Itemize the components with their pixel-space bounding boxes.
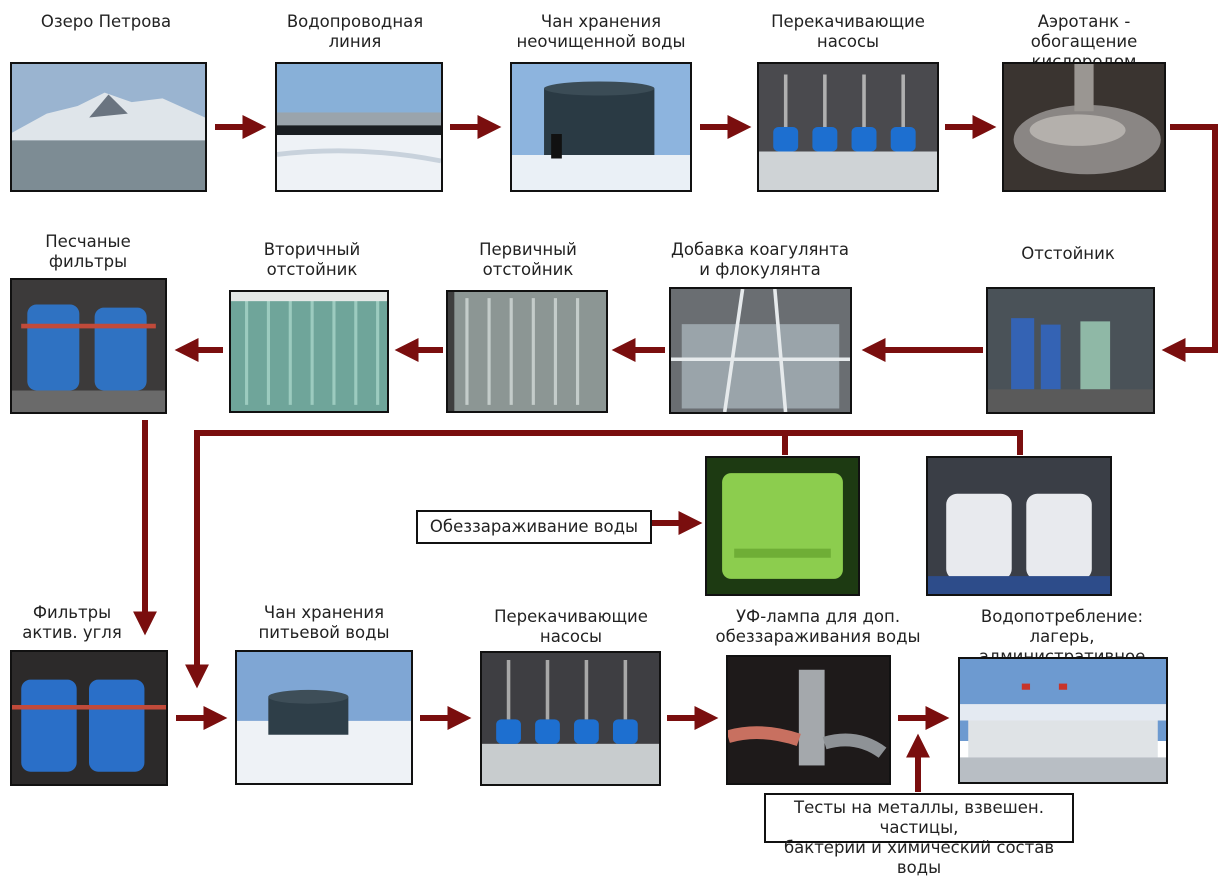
photo-disinfection-white [926,456,1112,596]
photo-sand-filters [10,278,167,414]
photo-drinking-tank [235,650,413,785]
callout-disinfection: Обеззараживание воды [416,510,652,544]
photo-pumps-2 [480,651,661,786]
label-primary-settler: Первичный отстойник [479,240,577,279]
line-disinfection-right [785,430,1023,455]
label-lake: Озеро Петрова [40,12,172,31]
photo-settler [986,287,1155,414]
callout-tests: Тесты на металлы, взвешен. частицы, бакт… [764,793,1074,877]
photo-disinfection-green [705,456,860,596]
photo-pipeline [275,62,443,192]
label-carbon-filters: Фильтры актив. угля [22,603,122,642]
photo-pumps-1 [757,62,939,192]
photo-aerotank [1002,62,1166,192]
label-sand-filters: Песчаные фильтры [45,232,131,271]
label-uv-lamp: УФ-лампа для доп. обеззараживания воды [715,607,921,646]
label-raw-tank: Чан хранения неочищенной воды [516,12,686,51]
label-secondary-settler: Вторичный отстойник [263,240,361,279]
flow-arrows [133,115,1218,792]
label-pumps-2: Перекачивающие насосы [494,607,648,646]
photo-secondary-settler [229,290,389,413]
photo-lake [10,62,207,192]
photo-primary-settler [446,290,608,413]
label-pipeline: Водопроводная линия [286,12,424,51]
label-drinking-tank: Чан хранения питьевой воды [258,603,390,642]
label-pumps-1: Перекачивающие насосы [771,12,925,51]
photo-carbon-filters [10,650,168,786]
arrow-disinfection-to-drinking [185,430,788,689]
photo-raw-tank [510,62,692,192]
label-coagulant: Добавка коагулянта и флокулянта [671,240,849,279]
arrow-aerotank-to-settler [1161,124,1218,362]
photo-consumption [958,657,1168,784]
photo-uv-lamp [726,655,891,785]
photo-coagulant [669,287,852,414]
label-settler: Отстойник [1021,244,1115,263]
